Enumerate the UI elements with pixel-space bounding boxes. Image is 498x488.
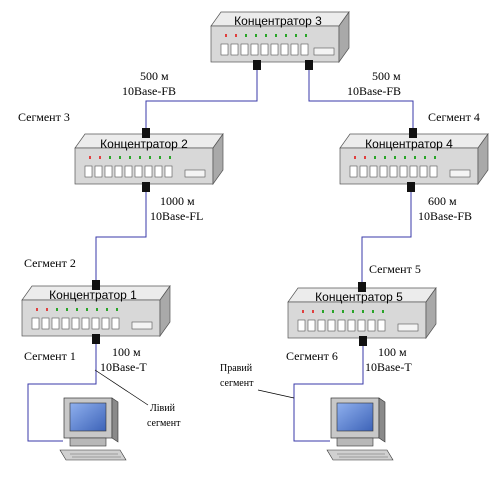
link-4-5-standard: 10Base-FB <box>418 209 472 223</box>
connector <box>92 334 100 344</box>
uplink-port <box>449 169 471 178</box>
right-segment-annotation-line2: сегмент <box>220 378 254 389</box>
hub-5 <box>287 282 437 346</box>
computer-right-icon <box>326 397 394 461</box>
port-row <box>349 165 438 178</box>
hub-2 <box>74 128 224 192</box>
left-segment-leader <box>94 369 149 406</box>
port-row <box>297 319 386 332</box>
uplink-port <box>131 321 153 330</box>
connector <box>407 182 415 192</box>
status-leds <box>225 34 307 37</box>
hub-1-title: Концентратор 1 <box>49 288 137 302</box>
status-leds <box>354 156 436 159</box>
link-1-pc-length: 100 м <box>112 345 141 359</box>
cable-hub3-hub4 <box>308 64 414 133</box>
link-3-2-standard: 10Base-FB <box>122 84 176 98</box>
cable-hub1-pc <box>27 336 97 442</box>
segment-3-label: Сегмент 3 <box>18 110 70 124</box>
connector <box>358 282 366 292</box>
cable-hub3-hub2 <box>145 64 258 133</box>
uplink-port <box>184 169 206 178</box>
link-5-pc-length: 100 м <box>378 345 407 359</box>
hub-3-title: Концентратор 3 <box>234 14 322 28</box>
port-row <box>220 43 309 56</box>
link-2-1-length: 1000 м <box>160 194 195 208</box>
hub-5-title: Концентратор 5 <box>315 290 403 304</box>
link-3-4-standard: 10Base-FB <box>347 84 401 98</box>
uplink-port <box>313 47 335 56</box>
hub-3 <box>210 10 350 70</box>
link-5-pc-standard: 10Base-T <box>365 360 412 374</box>
cable-hub4-hub5 <box>361 187 412 289</box>
uplink-port <box>397 323 419 332</box>
connector <box>305 60 313 70</box>
hub-4-title: Концентратор 4 <box>365 137 453 151</box>
segment-1-label: Сегмент 1 <box>24 349 76 363</box>
status-leds <box>89 156 171 159</box>
hub-4 <box>339 128 489 192</box>
computer-left-icon <box>59 397 127 461</box>
status-leds <box>36 308 118 311</box>
cables <box>27 64 414 442</box>
cable-hub5-pc <box>293 339 364 442</box>
connector <box>142 182 150 192</box>
segment-5-label: Сегмент 5 <box>369 262 421 276</box>
port-row <box>31 317 120 330</box>
segment-2-label: Сегмент 2 <box>24 256 76 270</box>
connector <box>253 60 261 70</box>
segment-4-label: Сегмент 4 <box>428 110 480 124</box>
connector <box>142 128 150 138</box>
port-row <box>84 165 173 178</box>
hub-1 <box>21 280 171 344</box>
connector <box>92 280 100 290</box>
status-leds <box>302 310 384 313</box>
link-1-pc-standard: 10Base-T <box>100 360 147 374</box>
link-2-1-standard: 10Base-FL <box>150 209 203 223</box>
connector <box>359 336 367 346</box>
left-segment-annotation-line1: Лівий <box>150 403 176 414</box>
segment-6-label: Сегмент 6 <box>286 349 338 363</box>
right-segment-annotation-line1: Правий <box>220 363 253 374</box>
left-segment-annotation-line2: сегмент <box>147 418 181 429</box>
right-segment-leader <box>257 389 295 399</box>
connector <box>409 128 417 138</box>
cable-hub2-hub1 <box>95 187 147 288</box>
hub-2-title: Концентратор 2 <box>100 137 188 151</box>
link-4-5-length: 600 м <box>428 194 457 208</box>
link-3-2-length: 500 м <box>140 69 169 83</box>
link-3-4-length: 500 м <box>372 69 401 83</box>
